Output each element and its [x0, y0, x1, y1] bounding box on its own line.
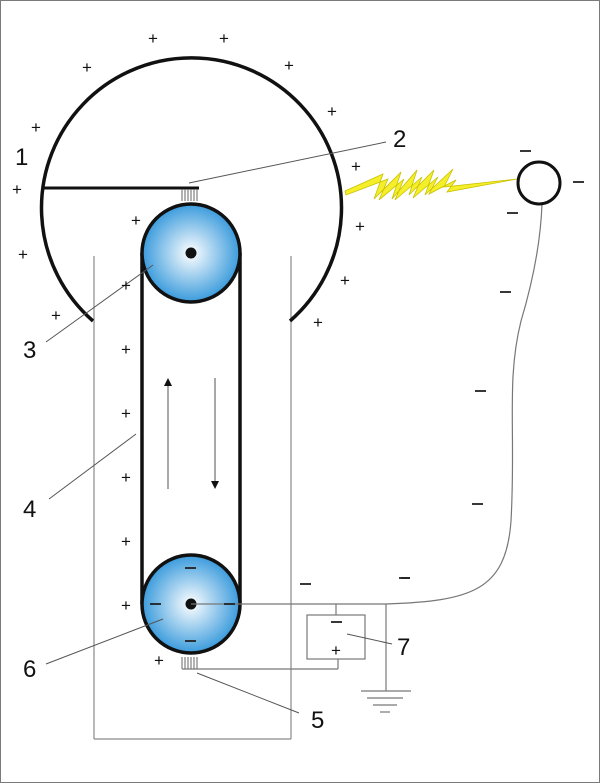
plus-sign: + — [121, 532, 131, 551]
plus-sign: + — [51, 306, 61, 325]
plus-sign: + — [148, 29, 158, 48]
dome-charges: + + + + + + + + + + + + + — [12, 29, 365, 332]
label-2: 2 — [393, 126, 406, 153]
belt — [140, 253, 242, 604]
upper-comb — [181, 189, 198, 201]
upper-axle — [185, 247, 197, 259]
leader-lines — [45, 141, 393, 714]
label-6: 6 — [23, 656, 36, 683]
plus-sign: + — [154, 651, 164, 670]
plus-sign: + — [82, 58, 92, 77]
plus-sign: + — [18, 245, 28, 264]
voltage-source — [306, 614, 366, 660]
plus-sign: + — [355, 217, 365, 236]
ground-icon — [361, 690, 411, 713]
spark-icon — [344, 168, 518, 201]
plus-sign: + — [121, 276, 131, 295]
plus-sign: + — [121, 340, 131, 359]
label-3: 3 — [23, 337, 36, 364]
plus-sign: + — [219, 29, 229, 48]
dome — [39, 56, 344, 323]
support-column — [93, 256, 292, 740]
plus-sign: + — [31, 118, 41, 137]
label-1: 1 — [15, 144, 28, 171]
plus-sign: + — [284, 56, 294, 75]
belt-down-arrow — [211, 378, 219, 489]
plus-sign: + — [351, 157, 361, 176]
plus-sign: + — [121, 468, 131, 487]
negative-charges — [150, 150, 584, 642]
plus-sign: + — [340, 271, 350, 290]
upper-pulley — [140, 202, 242, 304]
plus-sign: + — [131, 211, 141, 230]
belt-up-arrow — [164, 378, 172, 489]
plus-sign: + — [327, 102, 337, 121]
plus-sign: + — [121, 404, 131, 423]
plus-sign: + — [12, 180, 22, 199]
plus-sign: + — [313, 313, 323, 332]
circuit-wires — [182, 203, 543, 691]
plus-sign: + — [331, 641, 341, 660]
plus-sign: + — [121, 596, 131, 615]
label-7: 7 — [397, 634, 410, 661]
belt-charges: + + + + + + + + — [121, 211, 164, 670]
label-5: 5 — [311, 707, 324, 734]
target-sphere — [516, 160, 562, 206]
lower-comb — [181, 657, 198, 669]
label-4: 4 — [23, 496, 36, 523]
